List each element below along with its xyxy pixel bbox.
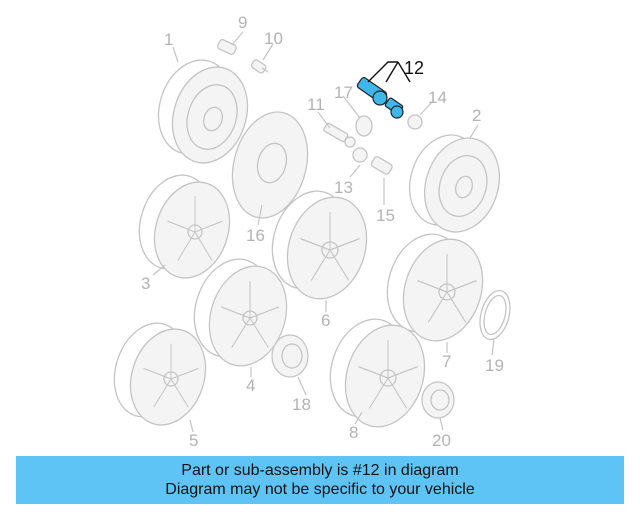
callout-5: 5: [189, 431, 198, 450]
callout-3: 3: [141, 274, 150, 293]
callout-19: 19: [485, 356, 504, 375]
alloy-wheel-3: [138, 174, 231, 279]
center-cap-18: [271, 334, 309, 378]
valve-stem-10: [250, 59, 269, 74]
bolt-11: [323, 122, 356, 148]
banner-line-2: Diagram may not be specific to your vehi…: [165, 481, 475, 498]
wheel-bolt-12: [356, 77, 404, 119]
callout-1: 1: [164, 30, 173, 49]
callout-13: 13: [334, 178, 353, 197]
info-banner: Part or sub-assembly is #12 in diagram D…: [16, 456, 624, 504]
nut-13: [352, 147, 368, 163]
callout-11: 11: [307, 95, 325, 114]
callout-14: 14: [428, 88, 447, 107]
callout-9: 9: [238, 13, 247, 32]
ring-19: [479, 289, 511, 341]
alloy-wheel-4: [193, 258, 288, 367]
callout-6: 6: [321, 311, 330, 330]
leader-lines: [152, 31, 495, 433]
steel-wheel-1: [157, 59, 249, 164]
callout-17: 17: [334, 83, 353, 102]
alloy-wheel-7: [386, 233, 484, 342]
center-cap-20: [421, 381, 455, 419]
callout-12-leader: [367, 61, 411, 83]
alloy-wheel-6: [271, 190, 368, 300]
callout-8: 8: [349, 423, 358, 442]
banner-line-1: Part or sub-assembly is #12 in diagram: [181, 462, 459, 479]
callout-4: 4: [246, 376, 255, 395]
cap-14: [407, 114, 423, 130]
steel-wheel-2: [409, 134, 500, 233]
wheel-cover-16: [231, 111, 309, 219]
callout-18: 18: [292, 395, 311, 414]
callout-16: 16: [246, 226, 265, 245]
callout-15: 15: [376, 206, 395, 225]
valve-stem-9: [217, 39, 237, 55]
callout-2: 2: [472, 106, 481, 125]
alloy-wheel-8: [329, 318, 426, 428]
callout-7: 7: [442, 352, 451, 371]
parts-diagram: 1 2 3 4 5 6 7 8 9 10 11 12 13 14 15 16 1…: [113, 13, 511, 450]
callout-20: 20: [432, 431, 451, 450]
callout-10: 10: [264, 29, 283, 48]
callout-12: 12: [404, 58, 424, 78]
washer-17: [355, 115, 373, 137]
adapter-15: [370, 156, 393, 175]
alloy-wheel-5: [113, 322, 207, 426]
